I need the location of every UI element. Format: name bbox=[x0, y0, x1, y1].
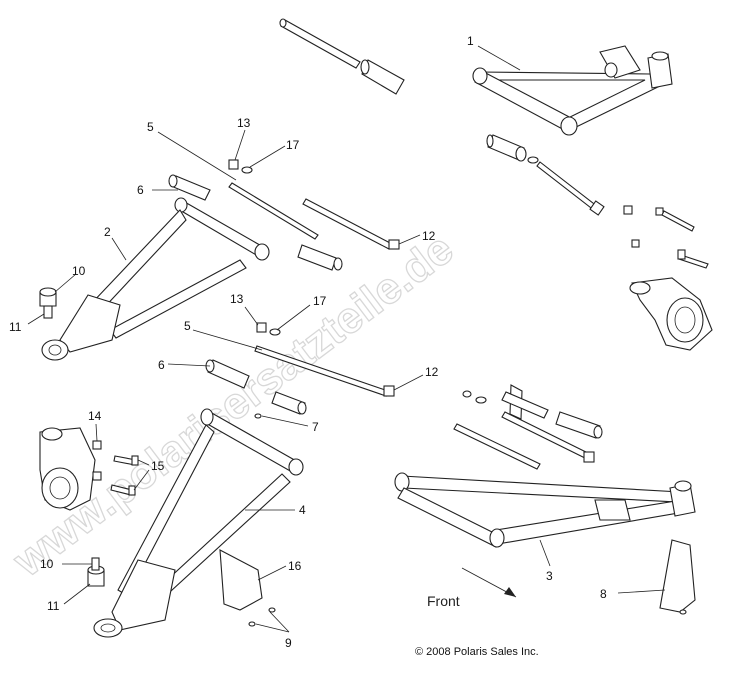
knuckle-right bbox=[629, 277, 713, 351]
callout-2: 2 bbox=[104, 225, 111, 239]
callout-16: 16 bbox=[288, 559, 302, 573]
guard-16 bbox=[219, 549, 276, 627]
callout-10: 10 bbox=[40, 557, 54, 571]
callout-12: 12 bbox=[422, 229, 436, 243]
copyright: © 2008 Polaris Sales Inc. bbox=[415, 646, 539, 658]
a-arm-upper-right bbox=[472, 45, 673, 136]
callout-13: 13 bbox=[230, 292, 244, 306]
callout-13: 13 bbox=[237, 116, 251, 130]
hardware-lower-right bbox=[453, 384, 603, 470]
callout-14: 14 bbox=[88, 409, 102, 423]
shaft-top bbox=[279, 18, 405, 95]
bushings-right-upper bbox=[486, 134, 709, 269]
callout-12: 12 bbox=[425, 365, 439, 379]
callout-6: 6 bbox=[158, 358, 165, 372]
hardware-middle bbox=[205, 322, 395, 419]
leader-lines bbox=[27, 45, 666, 633]
callout-5: 5 bbox=[147, 120, 154, 134]
a-arm-upper-left bbox=[41, 197, 270, 361]
callout-8: 8 bbox=[600, 587, 607, 601]
callout-7: 7 bbox=[312, 420, 319, 434]
ball-joint-lower bbox=[87, 557, 105, 587]
hardware-14-15 bbox=[92, 440, 139, 496]
ball-joint-upper bbox=[39, 287, 57, 319]
callout-11: 11 bbox=[9, 320, 22, 334]
callout-5: 5 bbox=[184, 319, 191, 333]
knuckle-left bbox=[39, 427, 96, 511]
callout-10: 10 bbox=[72, 264, 86, 278]
callout-4: 4 bbox=[299, 503, 306, 517]
guard-8 bbox=[659, 539, 696, 615]
front-label: Front bbox=[427, 593, 460, 609]
callout-15: 15 bbox=[151, 459, 165, 473]
callout-6: 6 bbox=[137, 183, 144, 197]
a-arm-lower-left bbox=[93, 408, 304, 638]
callout-17: 17 bbox=[286, 138, 300, 152]
callout-9: 9 bbox=[285, 636, 292, 650]
hardware-upper-left bbox=[168, 159, 400, 271]
front-arrow bbox=[461, 567, 517, 598]
a-arm-lower-right bbox=[394, 472, 696, 548]
callout-17: 17 bbox=[313, 294, 327, 308]
callout-3: 3 bbox=[546, 569, 553, 583]
callout-11: 11 bbox=[47, 599, 60, 613]
callouts: 1 5 13 17 6 2 12 10 11 13 17 5 6 12 7 14… bbox=[9, 34, 607, 650]
callout-1: 1 bbox=[467, 34, 474, 48]
